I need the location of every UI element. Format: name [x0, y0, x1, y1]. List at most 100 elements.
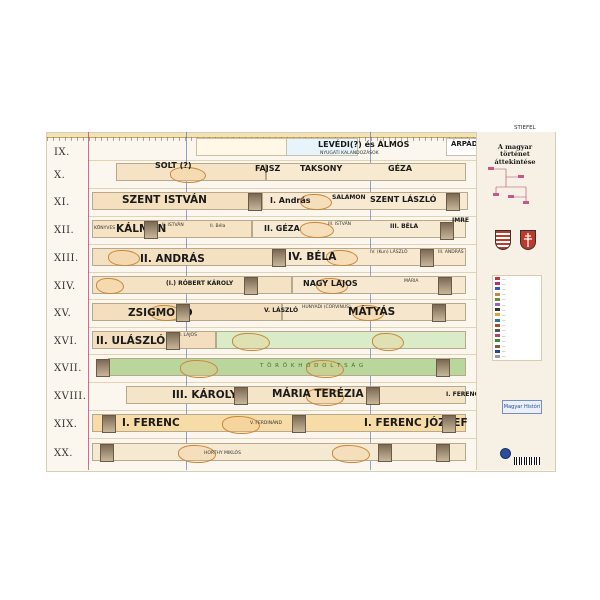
legend-swatch: [495, 313, 500, 317]
ruler-label: ZSIGMOND: [128, 307, 193, 319]
territory-map: [108, 250, 140, 266]
legend-item: —: [493, 328, 541, 333]
century-label: X.: [54, 169, 66, 181]
territory-map: [306, 388, 344, 406]
ruler-label: FAJSZ: [255, 164, 281, 173]
poster-title: A magyar történet áttekintése: [494, 143, 536, 166]
ruler-portrait: [100, 444, 114, 462]
territory-map: [332, 445, 370, 463]
row-divider: [88, 382, 476, 383]
row-divider: [88, 216, 476, 217]
row-divider: [88, 160, 476, 161]
legend-item: —: [493, 307, 541, 312]
header-title-left: LEVÉDI(?) és ÁLMOS: [318, 140, 410, 149]
ruler-label: V. LÁSZLÓ: [264, 307, 299, 314]
territory-map: [96, 278, 124, 294]
ruler-portrait: [378, 444, 392, 462]
ruler-label: TAKSONY: [300, 164, 343, 173]
reign-band: [92, 276, 292, 294]
territory-map: [300, 194, 332, 210]
territory-map: [326, 250, 358, 266]
legend-box: — — — — — — — — — — — — — — — —: [492, 275, 542, 361]
row-divider: [88, 354, 476, 355]
header-box-left: [196, 138, 288, 156]
header-title-right: ÁRPÁD: [451, 140, 478, 148]
territory-map: [372, 333, 404, 351]
ruler-label: III. BÉLA: [390, 223, 419, 230]
legend-item: —: [493, 281, 541, 286]
ruler-label: V. FERDINÁND: [250, 421, 282, 426]
era-label: T Ö R Ö K H Ó D O L T S Á G: [260, 363, 365, 369]
eu-globe-icon: [500, 448, 511, 459]
ruler-label: SOLT (?): [155, 161, 192, 170]
century-label: IX.: [54, 146, 70, 158]
ruler-label: II. GÉZA: [264, 224, 300, 233]
row-divider: [88, 299, 476, 300]
legend-swatch: [495, 292, 500, 296]
legend-swatch: [495, 308, 500, 312]
epoch-line: [370, 132, 371, 470]
century-label: XI.: [54, 196, 70, 208]
ruler-portrait: [176, 304, 190, 322]
ruler-label: IMRE: [452, 217, 469, 224]
ruler-portrait: [436, 359, 450, 377]
ruler-label: MÁRIA TERÉZIA: [272, 388, 364, 400]
ruler-portrait: [436, 444, 450, 462]
century-label: XVII.: [54, 362, 82, 374]
legend-swatch: [495, 277, 500, 281]
header-subtitle: NYUGATI KALANDOZÁSOK: [320, 151, 379, 156]
ruler-label: SALAMON: [332, 194, 366, 201]
territory-map: [180, 360, 218, 378]
ruler-label: II. Béla: [210, 224, 226, 229]
ruler-label: I. FERENC JÓZSEF: [364, 417, 468, 429]
row-divider: [88, 272, 476, 273]
century-label: XVIII.: [54, 390, 87, 402]
legend-item: —: [493, 286, 541, 291]
reign-band: [266, 163, 466, 181]
ruler-label: II. ISTVÁN: [162, 223, 184, 228]
legend-item: —: [493, 333, 541, 338]
ruler-portrait: [102, 415, 116, 433]
legend-item: —: [493, 302, 541, 307]
century-label: XIII.: [54, 252, 79, 264]
reign-band: [126, 386, 466, 404]
ruler-portrait: [248, 193, 262, 211]
territory-map: [232, 333, 270, 351]
century-label: XV.: [54, 307, 72, 319]
century-label: XII.: [54, 224, 75, 236]
ruler-label: II. ULÁSZLÓ: [96, 335, 166, 347]
row-divider: [88, 188, 476, 189]
coat-of-arms-shield: [495, 230, 511, 250]
ruler-portrait: [366, 387, 380, 405]
territory-map: [222, 416, 260, 434]
legend-swatch: [495, 287, 500, 291]
legend-item: —: [493, 343, 541, 348]
ruler-portrait: [442, 415, 456, 433]
territory-map: [300, 222, 334, 238]
legend-swatch: [495, 303, 500, 307]
legend-item: —: [493, 276, 541, 281]
ruler-portrait: [166, 332, 180, 350]
ruler-portrait: [144, 221, 158, 239]
reign-band: [92, 443, 466, 461]
ruler-label: III. ANDRÁS: [438, 250, 464, 255]
ruler-portrait: [272, 249, 286, 267]
epoch-line: [186, 132, 187, 470]
ruler-label: MÁTYÁS: [348, 306, 396, 318]
ruler-portrait: [96, 359, 110, 377]
legend-swatch: [495, 323, 500, 327]
ruler-label: II. LAJOS: [178, 333, 197, 338]
legend-item: —: [493, 312, 541, 317]
publisher-logo: Magyar Históri: [502, 400, 542, 414]
ruler-portrait: [432, 304, 446, 322]
ruler-label: IV. BÉLA: [288, 251, 337, 263]
legend-item: —: [493, 297, 541, 302]
territory-map: [352, 305, 384, 321]
reign-band: [92, 220, 252, 238]
brand-label: STIEFEL: [514, 125, 536, 131]
ruler-label: KÖNYVES: [94, 226, 116, 231]
territory-map: [306, 360, 344, 378]
legend-swatch: [495, 354, 500, 358]
reign-band: [92, 331, 216, 349]
century-label: XIV.: [54, 280, 76, 292]
